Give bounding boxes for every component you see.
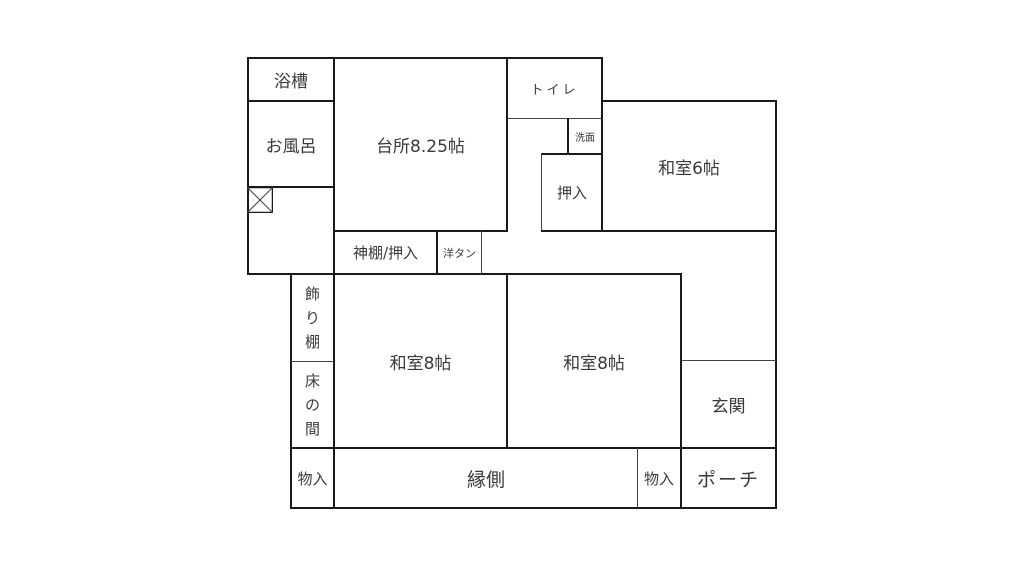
room-kamidana: 神棚/押入 xyxy=(352,244,419,262)
shaft-x-icon xyxy=(247,187,273,213)
wall xyxy=(601,100,777,102)
wall xyxy=(506,273,508,449)
room-entrance: 玄関 xyxy=(711,396,746,417)
wall xyxy=(541,153,602,155)
room-bath: お風呂 xyxy=(265,136,317,157)
room-engawa: 縁側 xyxy=(466,468,505,491)
wall xyxy=(290,507,777,509)
wall xyxy=(436,231,438,274)
wall xyxy=(541,230,777,232)
room-kitchen: 台所8.25帖 xyxy=(376,137,465,157)
wall xyxy=(333,230,508,232)
wall xyxy=(247,57,249,275)
room-storage-left: 物入 xyxy=(297,469,328,488)
room-washitsu-8-right: 和室8帖 xyxy=(563,353,625,374)
room-water-tank: 洋タン xyxy=(443,246,476,260)
room-display-shelf: 飾 り 棚 xyxy=(304,285,320,351)
room-bathtub: 浴槽 xyxy=(274,72,308,92)
wall xyxy=(541,153,542,231)
room-porch: ポーチ xyxy=(696,468,760,491)
wall xyxy=(567,118,569,154)
wall xyxy=(481,231,482,274)
room-toilet: トイレ xyxy=(530,83,579,98)
wall xyxy=(506,57,508,232)
wall xyxy=(247,100,334,102)
room-storage-right: 物入 xyxy=(643,469,674,488)
wall xyxy=(333,57,335,509)
wall xyxy=(601,57,603,232)
wall xyxy=(247,273,682,275)
wall xyxy=(290,447,777,449)
room-closet-upper: 押入 xyxy=(556,184,587,202)
wall xyxy=(247,57,603,59)
wall xyxy=(637,448,638,508)
wall xyxy=(775,100,777,509)
wall xyxy=(680,273,682,509)
wall xyxy=(681,360,776,361)
wall xyxy=(290,361,334,362)
room-washitsu-6: 和室6帖 xyxy=(658,158,720,179)
wall xyxy=(247,186,334,188)
wall xyxy=(290,273,292,509)
room-tokonoma: 床 の 間 xyxy=(304,371,320,438)
room-washroom: 洗面 xyxy=(575,132,595,144)
room-washitsu-8-left: 和室8帖 xyxy=(389,353,452,374)
wall xyxy=(507,118,602,119)
